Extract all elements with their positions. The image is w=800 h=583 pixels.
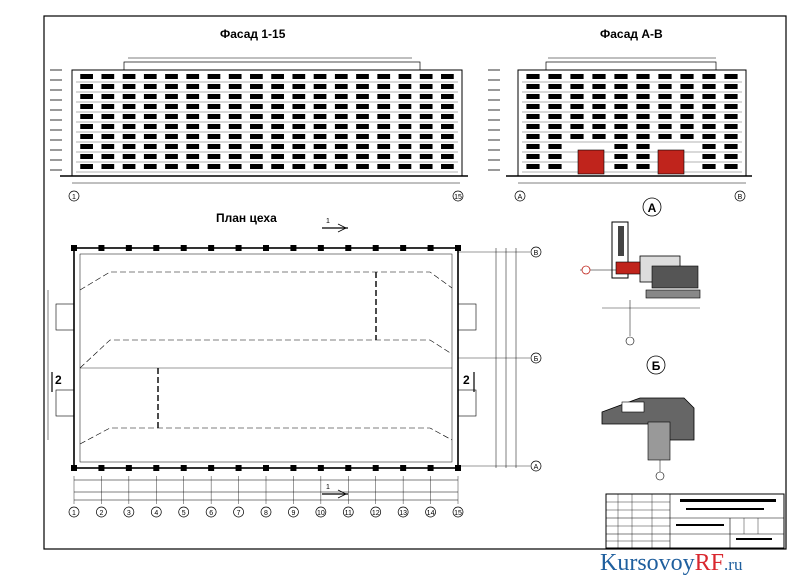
plan-column-axis-label: 3 bbox=[127, 510, 131, 517]
plan-row-axis-label: Б bbox=[534, 356, 539, 363]
watermark-logo: KursovoyRF.ru bbox=[600, 545, 800, 581]
title-block bbox=[605, 493, 785, 549]
side-mark-right: 2 bbox=[463, 372, 475, 392]
facade-left bbox=[50, 57, 468, 184]
detail-a-marker: А bbox=[642, 197, 662, 217]
plan-column-axis: 10 bbox=[315, 506, 327, 518]
svg-text:1: 1 bbox=[72, 194, 76, 201]
facade-left-title: Фасад 1-15 bbox=[220, 27, 286, 41]
plan-column-axis: 4 bbox=[150, 506, 162, 518]
plan-column-axis-label: 13 bbox=[399, 510, 407, 517]
plan-column-axis: 14 bbox=[425, 506, 436, 518]
plan-column-axis-label: 5 bbox=[182, 510, 186, 517]
plan-column-axis: 6 bbox=[205, 506, 217, 518]
svg-text:1: 1 bbox=[326, 484, 330, 491]
entrance-door-right bbox=[657, 149, 685, 175]
side-mark-left: 2 bbox=[51, 372, 62, 392]
plan-column-axis: 15 bbox=[452, 506, 464, 518]
sheet-frame bbox=[43, 15, 787, 550]
plan-column-axis: 13 bbox=[397, 506, 409, 518]
plan-column-axis: 5 bbox=[178, 506, 190, 518]
plan-column-axis-label: 10 bbox=[317, 510, 325, 517]
detail-b-drawing bbox=[601, 397, 695, 481]
plan-row-axis-label: А bbox=[534, 464, 539, 471]
watermark-part2: RF bbox=[694, 550, 725, 576]
detail-a-drawing bbox=[580, 221, 701, 346]
watermark-part3: .ru bbox=[724, 555, 743, 574]
svg-text:15: 15 bbox=[454, 194, 462, 201]
section-mark-bottom: 1 bbox=[322, 484, 348, 499]
facade-left-axis-end: 15 bbox=[452, 190, 464, 202]
plan-column-axis-label: 9 bbox=[291, 510, 295, 517]
facade-right-title: Фасад А-В bbox=[600, 27, 663, 41]
plan-column-axis-label: 8 bbox=[264, 510, 268, 517]
plan-column-axis: 7 bbox=[233, 506, 244, 518]
facade-left-axis-start: 1 bbox=[68, 190, 80, 202]
facade-right bbox=[488, 57, 752, 184]
plan-column-axis: 1 bbox=[68, 506, 80, 518]
plan-column-axis-label: 12 bbox=[372, 510, 380, 517]
plan-title: План цеха bbox=[216, 211, 277, 225]
svg-text:А: А bbox=[518, 194, 523, 201]
plan-column-axis-label: 15 bbox=[454, 510, 462, 517]
svg-text:А: А bbox=[648, 201, 657, 215]
plan-column-axis-label: 1 bbox=[72, 510, 76, 517]
svg-text:1: 1 bbox=[326, 218, 330, 225]
plan-column-axis: 9 bbox=[288, 506, 299, 518]
svg-text:Б: Б bbox=[652, 359, 661, 373]
facade-right-axis-start: А bbox=[514, 190, 526, 202]
plan-row-axis-label: В bbox=[534, 250, 539, 257]
plan-column-axis: 11 bbox=[342, 506, 354, 518]
plan-column-axis-label: 11 bbox=[345, 510, 352, 517]
section-mark-top: 1 bbox=[322, 218, 348, 233]
plan-column-axis: 2 bbox=[96, 506, 107, 518]
plan-column-axis-label: 4 bbox=[154, 510, 158, 517]
plan-column-axis: 12 bbox=[370, 506, 382, 518]
plan-row-axis: А bbox=[530, 460, 542, 472]
plan-column-axis: 8 bbox=[260, 506, 272, 518]
svg-text:2: 2 bbox=[55, 373, 62, 387]
entrance-door-left bbox=[577, 149, 605, 175]
plan-row-axis: В bbox=[530, 246, 542, 258]
facade-right-axis-end: В bbox=[734, 190, 746, 202]
watermark-part1: Kursovoy bbox=[600, 550, 695, 576]
plan-column-axis: 3 bbox=[123, 506, 135, 518]
plan-column-axis-label: 2 bbox=[99, 510, 103, 517]
svg-text:2: 2 bbox=[463, 373, 470, 387]
plan-row-axis: Б bbox=[530, 352, 542, 364]
plan-column-axis-label: 7 bbox=[237, 510, 241, 517]
plan-column-axis-label: 6 bbox=[209, 510, 213, 517]
plan-column-axis-label: 14 bbox=[427, 510, 435, 517]
svg-text:В: В bbox=[738, 194, 743, 201]
detail-b-marker: Б bbox=[646, 355, 666, 375]
